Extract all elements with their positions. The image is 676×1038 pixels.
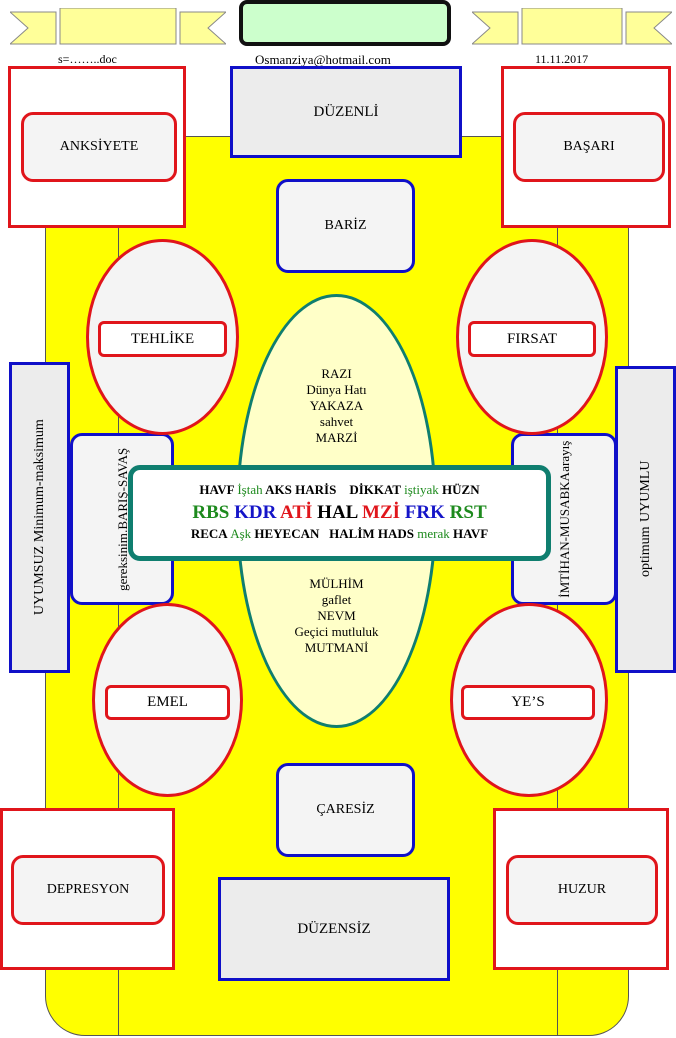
circle-bottom-left-label: EMEL <box>147 694 188 710</box>
center-box: HAVF İştah AKS HARİS DİKKAT iştiyak HÜZN… <box>128 465 551 561</box>
corner-top-right-inner: BAŞARI <box>513 112 665 182</box>
word: AKS <box>265 482 292 497</box>
circle-top-right-label: FIRSAT <box>506 330 558 347</box>
circle-bottom-left: EMEL <box>92 603 243 797</box>
word: ATİ <box>280 502 313 523</box>
word: HEYECAN <box>254 526 320 541</box>
circle-top-left-label-box: TEHLİKE <box>98 321 227 357</box>
word: DİKKAT <box>349 482 401 497</box>
corner-top-left-inner: ANKSİYETE <box>21 112 177 182</box>
word: RST <box>449 502 487 523</box>
word: HÜZN <box>442 482 480 497</box>
ellipse-bottom-text: MÜLHİM gaflet NEVM Geçici mutluluk MUTMA… <box>236 576 437 656</box>
side-right-outer: optimum UYUMLU <box>615 366 676 673</box>
top-label: DÜZENLİ <box>313 103 379 120</box>
center-row-3: RECA Aşk HEYECAN HALİM HADS merak HAVF <box>133 526 546 542</box>
circle-top-left-label: TEHLİKE <box>130 330 195 347</box>
circle-top-right-label-box: FIRSAT <box>468 321 596 357</box>
bottom-label: DÜZENSİZ <box>297 920 371 937</box>
file-name: s=……..doc <box>58 52 117 66</box>
word: HARİS <box>295 482 337 497</box>
side-right-inner-line2: arayış <box>556 440 572 472</box>
inner-top-label: BARİZ <box>324 218 367 233</box>
word: KDR <box>234 502 277 523</box>
circle-bottom-right-label: YE’S <box>511 694 545 710</box>
word: iştiyak <box>404 482 439 497</box>
ellipse-top-line: sahvet <box>319 414 354 429</box>
word: HAL <box>317 502 358 523</box>
word: İştah <box>237 482 263 497</box>
side-right-outer-line1: optimum <box>637 526 653 578</box>
ellipse-top-line: MARZİ <box>315 430 358 445</box>
ellipse-top-line: YAKAZA <box>309 398 364 413</box>
banner-left <box>10 8 226 45</box>
center-row-2: RBS KDR ATİ HAL MZİ FRK RST <box>133 502 546 524</box>
word: RECA <box>190 526 227 541</box>
side-right-inner-line1: İMTİHAN-MUSABKA <box>556 471 572 598</box>
date: 11.11.2017 <box>535 52 589 66</box>
circle-top-left: TEHLİKE <box>86 239 239 435</box>
top-box: DÜZENLİ <box>230 66 462 158</box>
corner-bottom-right-inner: HUZUR <box>506 855 658 925</box>
ellipse-bottom-line: NEVM <box>317 608 356 623</box>
ellipse-bottom-line: MÜLHİM <box>309 576 364 591</box>
word: MZİ <box>362 502 401 523</box>
side-left-outer: UYUMSUZ Minimum-maksimum <box>9 362 70 673</box>
corner-bottom-left-label: DEPRESYON <box>46 882 130 897</box>
corner-bottom-left: DEPRESYON <box>0 808 175 970</box>
corner-top-right: BAŞARI <box>501 66 671 228</box>
email: Osmanziya@hotmail.com <box>255 52 391 67</box>
word: RBS <box>192 502 230 523</box>
circle-bottom-right: YE’S <box>450 603 608 797</box>
word: HAVF <box>199 482 235 497</box>
corner-bottom-right: HUZUR <box>493 808 669 970</box>
ellipse-bottom-line: Geçici mutluluk <box>294 624 379 639</box>
inner-bottom-box: ÇARESİZ <box>276 763 415 857</box>
word: merak <box>417 526 450 541</box>
corner-bottom-left-inner: DEPRESYON <box>11 855 165 925</box>
circle-bottom-right-label-box: YE’S <box>461 685 595 720</box>
side-right-outer-line2: UYUMLU <box>637 461 653 523</box>
corner-bottom-right-label: HUZUR <box>557 882 607 897</box>
corner-top-left: ANKSİYETE <box>8 66 186 228</box>
corner-top-left-label: ANKSİYETE <box>59 139 139 154</box>
ellipse-top-line: RAZI <box>321 366 352 381</box>
word: FRK <box>404 502 445 523</box>
side-left-outer-line2: Minimum-maksimum <box>31 419 47 543</box>
word: HADS <box>377 526 415 541</box>
corner-top-right-label: BAŞARI <box>563 139 615 154</box>
ellipse-top-line: Dünya Hatı <box>306 382 367 397</box>
side-left-outer-line1: UYUMSUZ <box>31 546 47 616</box>
word: HAVF <box>453 526 489 541</box>
banner-right <box>472 8 672 45</box>
circle-top-right: FIRSAT <box>456 239 608 435</box>
ellipse-bottom-line: MUTMANİ <box>304 640 369 655</box>
inner-bottom-label: ÇARESİZ <box>316 802 375 817</box>
banner-center <box>239 0 451 46</box>
word: Aşk <box>230 526 252 541</box>
center-row-1: HAVF İştah AKS HARİS DİKKAT iştiyak HÜZN <box>133 482 546 498</box>
ellipse-bottom-line: gaflet <box>321 592 352 607</box>
circle-bottom-left-label-box: EMEL <box>105 685 230 720</box>
bottom-box: DÜZENSİZ <box>218 877 450 981</box>
ellipse-top-text: RAZI Dünya Hatı YAKAZA sahvet MARZİ <box>236 366 437 446</box>
word: HALİM <box>329 526 375 541</box>
inner-top-box: BARİZ <box>276 179 415 273</box>
